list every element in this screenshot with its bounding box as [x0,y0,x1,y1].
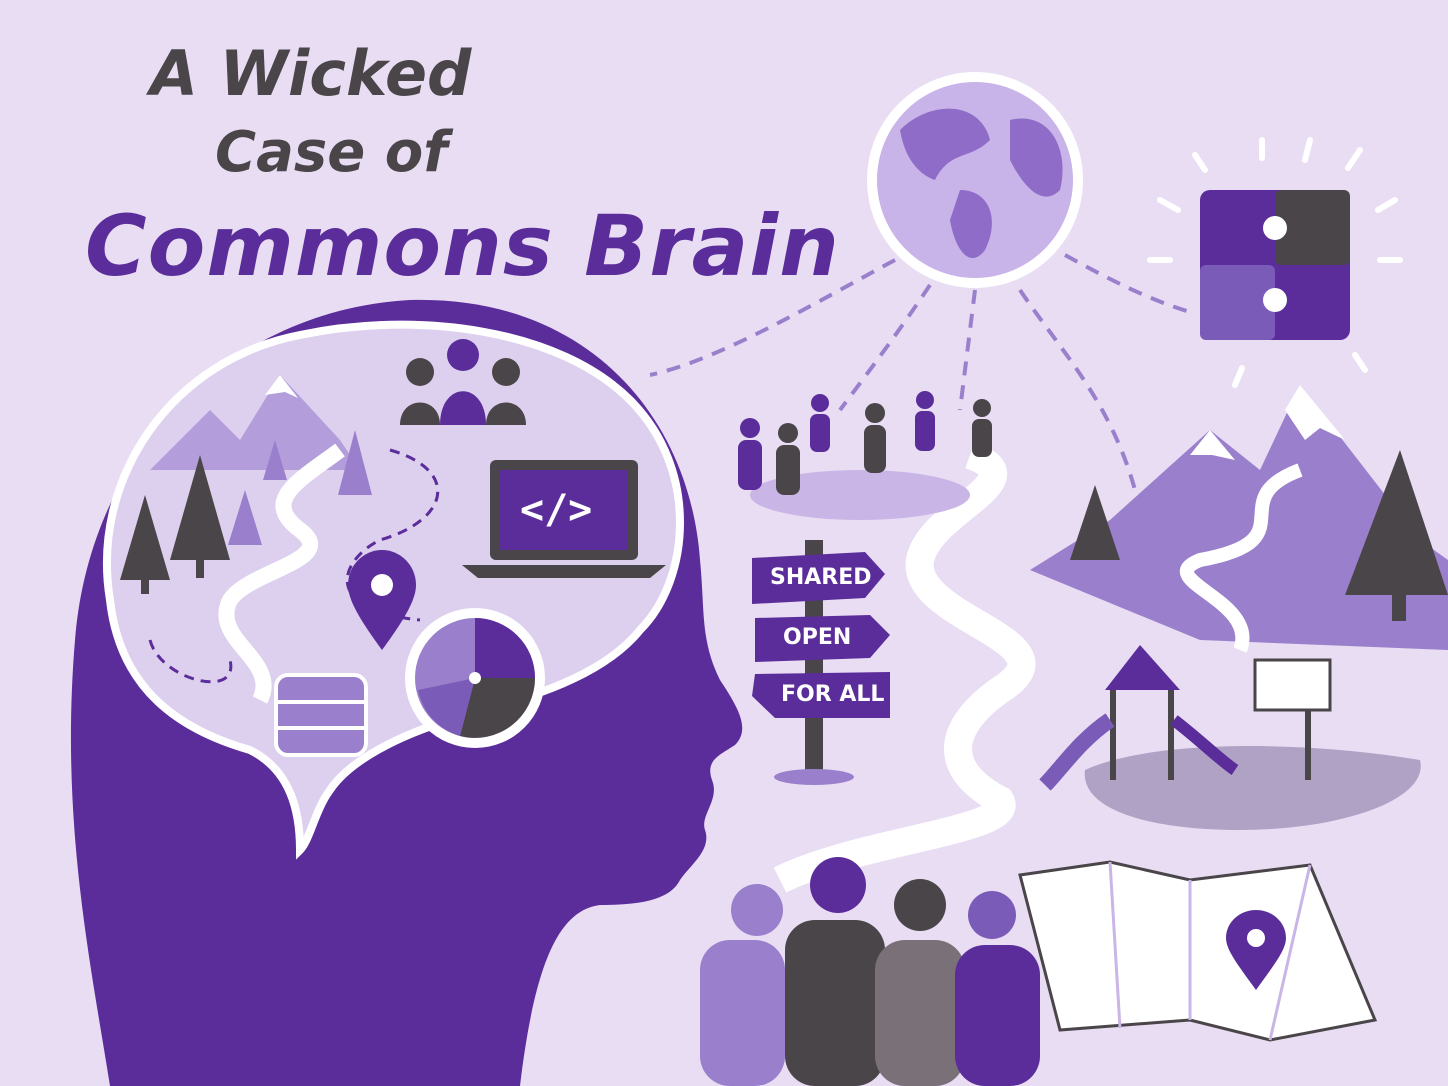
river-right [1180,463,1303,653]
title-line-2: Case of [215,120,448,185]
people-group-icon [400,358,526,425]
snow-cap-icon [1190,385,1345,460]
sign-for-all: FOR ALL [781,682,885,707]
brain-mountains [150,375,360,470]
title-line-1: A Wicked [150,37,472,110]
shine-rays [1147,137,1403,388]
sign-open: OPEN [783,625,852,650]
code-icon: </> [520,487,593,533]
person-icon [440,339,486,425]
laptop-icon [462,460,666,578]
snow-cap-icon [265,375,298,398]
people-line [738,391,992,520]
globe-icon [867,72,1083,288]
sign-shared: SHARED [770,565,872,590]
pie-chart-icon [405,608,545,748]
mountains-right [1030,385,1448,650]
database-icon [274,673,368,757]
playground [1039,645,1421,830]
hugging-group [700,857,1040,1086]
folded-map [1018,860,1378,1042]
brain-river [218,443,345,704]
dashed-connections [649,253,1191,491]
winding-road [773,441,1036,893]
map-pin-icon [348,550,416,650]
signpost [752,540,890,785]
tree-icons-right [1070,450,1448,621]
tree-icons [120,455,230,594]
title-line-3: Commons Brain [85,197,840,295]
puzzle-icon [1200,190,1350,340]
tree-icons-light [228,430,372,545]
